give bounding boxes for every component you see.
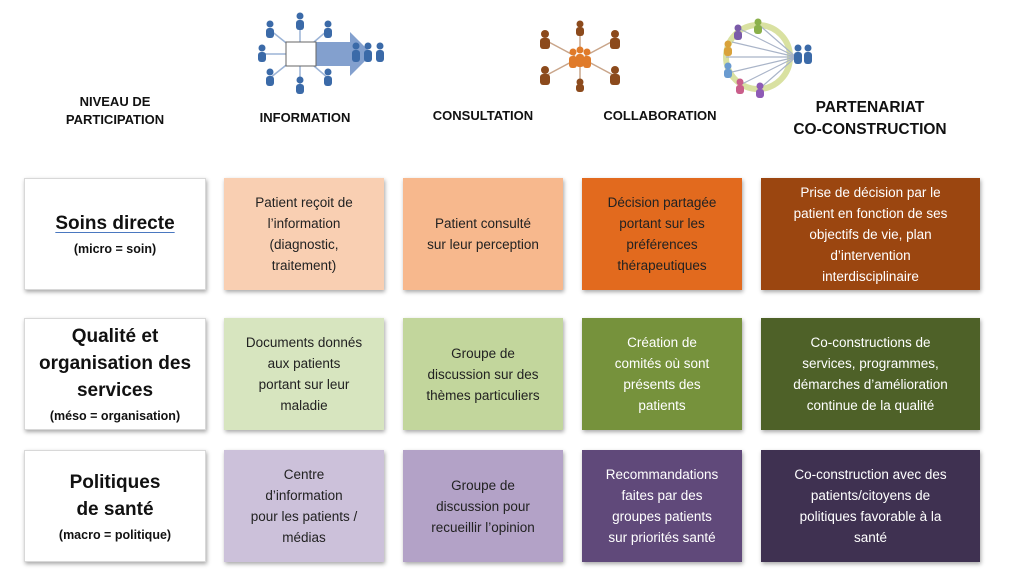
row-label-line: Qualité et [71,326,159,347]
cell-line: patients [638,398,686,413]
cell-line: objectifs de vie, plan [809,226,932,242]
cell-line: traitement) [271,258,337,273]
cell-line: Création de [627,335,697,350]
consultation-people-icon [540,20,620,92]
cell-line: discussion sur des [427,366,539,382]
cell-qualite-partenariat: Co-constructions de services, programmes… [761,318,980,430]
cell-line: l’information [267,216,341,231]
cell-line: thérapeutiques [617,258,707,273]
header-collaboration: COLLABORATION [603,108,717,123]
cell-line: Groupe de [451,477,515,493]
cell-line: groupes patients [612,509,712,524]
cell-line: démarches d’amélioration [793,377,948,392]
cell-qualite-information: Documents donnés aux patients portant su… [224,318,384,430]
cell-line: services, programmes, [802,356,939,371]
row-label-line: organisation des [38,353,192,374]
cell-line: Décision partagée [607,195,717,210]
cell-line: Patient consulté [434,216,532,231]
cell-line: pour les patients / [250,509,358,524]
cell-line: politiques favorable à la [799,509,942,524]
cell-qualite-collaboration: Création de comités où sont présents des… [582,318,742,430]
cell-qualite-consultation: Groupe de discussion sur des thèmes part… [403,318,563,430]
information-network-icon [258,12,384,94]
header-partenariat-line1: PARTENARIAT [815,99,925,116]
cell-soins-partenariat: Prise de décision par le patient en fonc… [761,178,980,290]
cell-soins-collaboration: Décision partagée portant sur les préfér… [582,178,742,290]
row-label-politiques-sub: (macro = politique) [58,527,172,542]
cell-politiques-consultation: Groupe de discussion pour recueillir l’o… [403,450,563,562]
header-niveau-line2: PARTICIPATION [65,112,165,127]
cell-line: comités où sont [614,356,710,371]
cell-line: Prise de décision par le [800,184,941,200]
cell-line: Co-constructions de [810,335,931,350]
cell-line: portant sur les [619,216,705,231]
header-partenariat: PARTENARIAT CO-CONSTRUCTION [770,97,970,141]
cell-line: faites par des [621,488,703,503]
row-label-politiques-title: Politiques de santé [70,469,161,523]
cell-line: aux patients [267,356,341,371]
collaboration-circle-icon [723,18,812,98]
cell-line: médias [282,530,326,545]
row-label-line: services [76,380,154,401]
row-label-line: de santé [76,498,154,520]
cell-line: portant sur leur [258,377,350,392]
cell-line: patients/citoyens de [810,488,931,503]
cell-line: (diagnostic, [269,237,339,252]
cell-line: d’intervention [830,247,911,263]
cell-line: Groupe de [451,345,515,361]
cell-soins-information: Patient reçoit de l’information (diagnos… [224,178,384,290]
header-niveau-line1: NIVEAU DE [79,94,151,109]
header-niveau: NIVEAU DE PARTICIPATION [50,93,180,129]
cell-line: présents des [623,377,701,392]
header-partenariat-line2: CO-CONSTRUCTION [793,121,947,138]
cell-line: Co-construction avec des [794,467,947,482]
cell-line: patient en fonction de ses [793,205,948,221]
cell-soins-consultation: Patient consulté sur leur perception [403,178,563,290]
cell-politiques-collaboration: Recommandations faites par des groupes p… [582,450,742,562]
row-label-soins-title: Soins directe [55,213,175,234]
header-consultation: CONSULTATION [432,108,534,123]
row-label-qualite-title: Qualité et organisation des services [39,323,191,404]
cell-line: sur leur perception [427,237,539,252]
cell-line: sur priorités santé [608,530,716,545]
row-label-qualite: Qualité et organisation des services (mé… [24,318,206,430]
header-information: INFORMATION [259,110,351,125]
cell-politiques-partenariat: Co-construction avec des patients/citoye… [761,450,980,562]
cell-line: maladie [280,398,328,413]
cell-line: santé [853,530,887,545]
cell-line: interdisciplinaire [822,268,919,284]
row-label-qualite-sub: (méso = organisation) [49,409,181,423]
cell-line: Centre [283,467,325,482]
cell-line: thèmes particuliers [426,387,540,403]
cell-line: recueillir l’opinion [431,519,535,535]
cell-line: continue de la qualité [806,398,935,413]
row-label-politiques: Politiques de santé (macro = politique) [24,450,206,562]
row-label-line: Politiques [69,471,161,493]
cell-line: Patient reçoit de [255,195,353,210]
cell-line: préférences [626,237,698,252]
cell-line: Recommandations [605,467,719,482]
row-label-soins: Soins directe (micro = soin) [24,178,206,290]
cell-line: Documents donnés [245,335,363,350]
row-label-soins-sub: (micro = soin) [73,242,157,256]
cell-politiques-information: Centre d’information pour les patients /… [224,450,384,562]
cell-line: d’information [265,488,343,503]
cell-line: discussion pour [436,498,530,514]
